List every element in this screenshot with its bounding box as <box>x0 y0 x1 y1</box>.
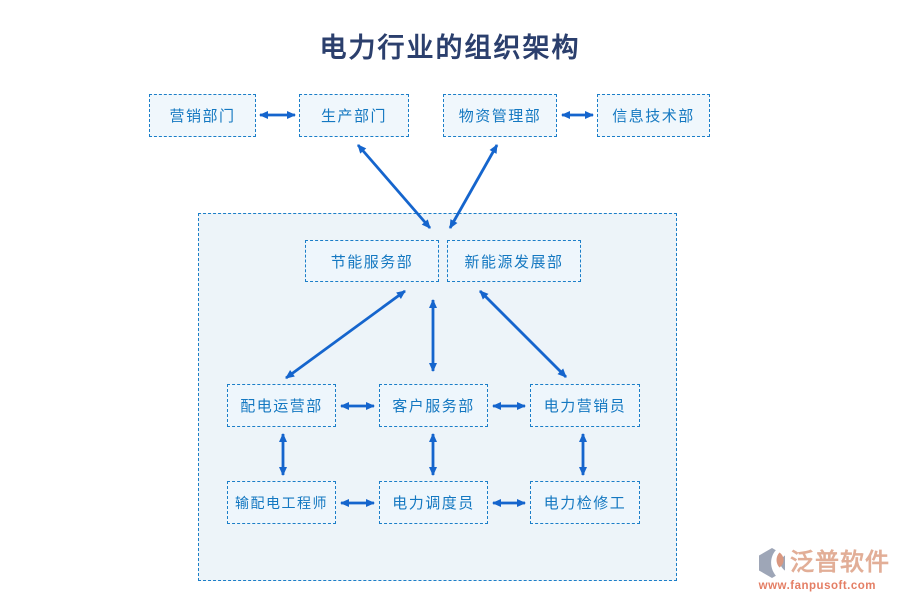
brand-name: 泛普软件 <box>790 550 890 576</box>
node-label: 物资管理部 <box>458 108 542 125</box>
brand-url: www.fanpusoft.com <box>758 580 876 592</box>
node-energy-saving-dept: 节能服务部 <box>305 240 439 282</box>
fanpu-logo-icon <box>758 547 788 579</box>
node-label: 输配电工程师 <box>235 494 328 511</box>
node-label: 生产部门 <box>320 108 387 125</box>
node-label: 配电运营部 <box>240 398 323 415</box>
node-label: 节能服务部 <box>330 253 414 271</box>
arrow-energysaving-distribution <box>285 289 406 380</box>
node-materials-dept: 物资管理部 <box>443 94 557 137</box>
node-power-marketer: 电力营销员 <box>530 384 640 427</box>
node-label: 客户服务部 <box>392 398 475 415</box>
arrow-materials-newenergy <box>448 144 499 229</box>
node-it-dept: 信息技术部 <box>597 94 710 137</box>
node-td-engineer: 输配电工程师 <box>227 481 336 524</box>
node-new-energy-dept: 新能源发展部 <box>447 240 581 282</box>
node-customer-service-dept: 客户服务部 <box>379 384 488 427</box>
node-label: 信息技术部 <box>612 108 695 125</box>
node-distribution-ops-dept: 配电运营部 <box>227 384 336 427</box>
vendor-watermark: 泛普软件 www.fanpusoft.com <box>758 547 890 592</box>
node-label: 电力调度员 <box>392 495 475 512</box>
arrow-newenergy-powermarketer <box>479 290 567 378</box>
node-label: 新能源发展部 <box>464 253 564 271</box>
node-marketing-dept: 营销部门 <box>149 94 256 137</box>
diagram-title: 电力行业的组织架构 <box>319 33 581 63</box>
node-label: 电力检修工 <box>543 495 627 512</box>
node-power-maintainer: 电力检修工 <box>530 481 640 524</box>
node-label: 营销部门 <box>169 108 236 125</box>
node-production-dept: 生产部门 <box>299 94 409 137</box>
node-label: 电力营销员 <box>543 398 627 415</box>
arrow-production-energysaving <box>356 144 432 229</box>
node-power-dispatcher: 电力调度员 <box>379 481 488 524</box>
